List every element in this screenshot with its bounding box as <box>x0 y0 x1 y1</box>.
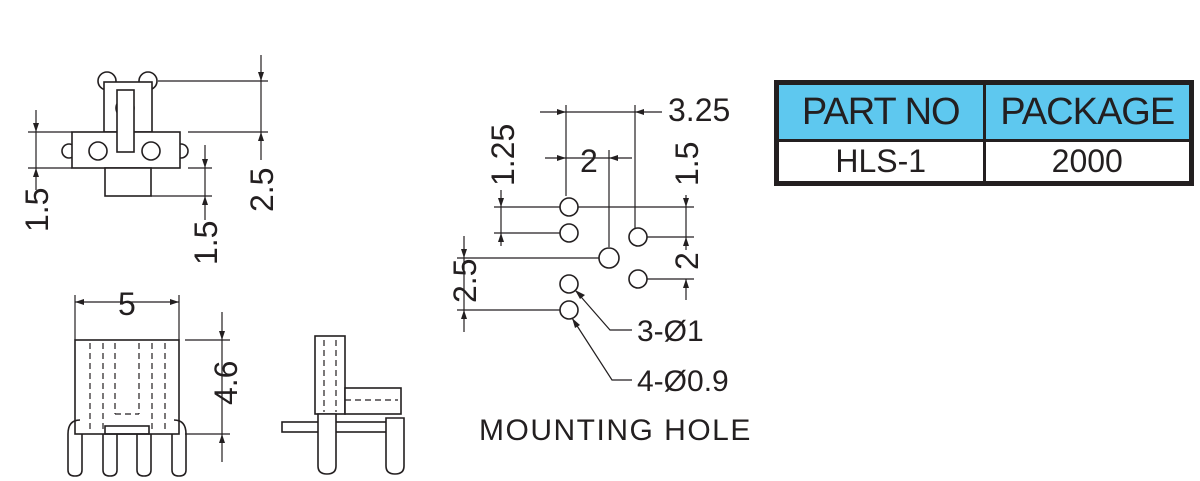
dim-label-1-5-mid: 1.5 <box>188 221 224 265</box>
dim-label-2-5-hole: 2.5 <box>447 259 483 303</box>
callout-4-d0-9: 4-Ø0.9 <box>637 365 729 398</box>
front-view: 5 4.6 <box>67 286 244 477</box>
mounting-hole-pattern: 3.25 2 1.25 1.5 2 2.5 <box>447 92 752 447</box>
header-package: PACKAGE <box>985 85 1189 139</box>
top-view: 1.5 1.5 2.5 <box>19 55 280 265</box>
dim-label-2-right: 2 <box>669 252 705 270</box>
dim-label-3-25: 3.25 <box>668 92 730 128</box>
value-part-no: HLS-1 <box>779 142 983 181</box>
callout-3-d1: 3-Ø1 <box>637 315 704 348</box>
dim-label-2-top: 2 <box>580 143 598 179</box>
dim-label-1-5-left: 1.5 <box>19 188 55 232</box>
dim-label-4-6: 4.6 <box>208 361 244 405</box>
dim-label-2-5-right: 2.5 <box>244 168 280 212</box>
header-part-no: PART NO <box>779 85 983 139</box>
value-package: 2000 <box>985 142 1189 181</box>
dim-label-1-25: 1.25 <box>485 124 521 186</box>
dim-label-5: 5 <box>118 286 136 322</box>
part-table: PART NO PACKAGE HLS-1 2000 <box>774 80 1194 186</box>
side-view <box>281 335 405 475</box>
mounting-hole-title: MOUNTING HOLE <box>479 414 752 447</box>
dim-label-1-5-hole: 1.5 <box>669 142 705 186</box>
